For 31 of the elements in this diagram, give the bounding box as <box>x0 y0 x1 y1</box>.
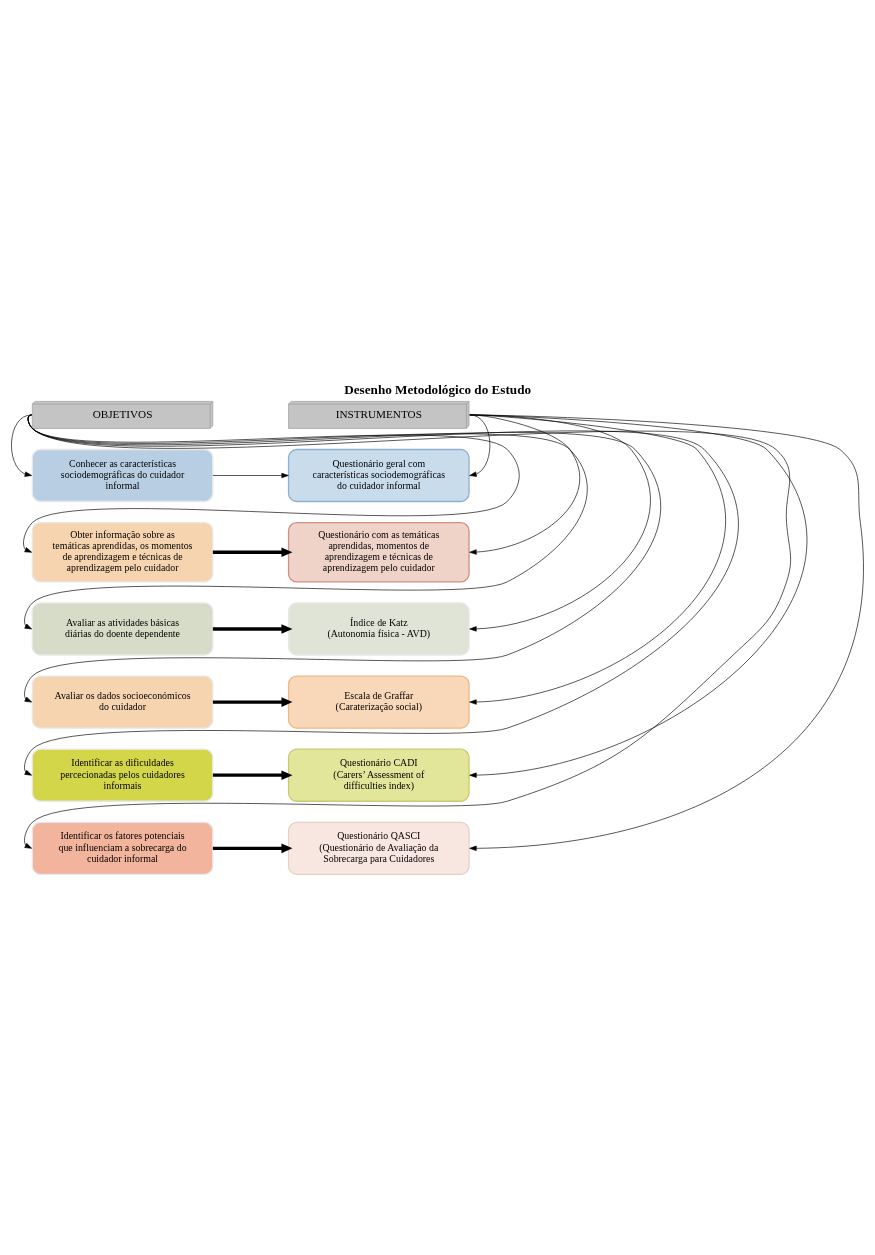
node-box: Avaliar os dados socioeconómicos do cuidador <box>31 674 214 729</box>
arrow <box>212 472 289 478</box>
arrow <box>212 623 293 634</box>
node-box: Escala de Graffar (Caraterização social) <box>287 674 470 729</box>
node-box: Questionário geral com características sociodemográficas do cuidador informal <box>287 448 470 502</box>
arrow <box>212 696 293 707</box>
arrow <box>24 414 791 849</box>
arrow <box>24 414 662 702</box>
arrow <box>24 414 739 776</box>
node-box: Identificar os fatores potenciais que influenciam a sobrecarga do cuidador informal <box>31 821 214 875</box>
arrow <box>469 414 806 778</box>
node-box: Avaliar as atividades básicas diárias do doente dependente <box>31 601 214 656</box>
node-box: Identificar as dificuldades percecionadas pelos cuidadores informais <box>31 748 214 802</box>
arrow <box>11 414 32 477</box>
node-box: Conhecer as características sociodemográficas do cuidador informal <box>31 448 214 502</box>
arrow <box>212 546 293 557</box>
node-box: Obter informação sobre as temáticas aprendidas, os momentos de aprendizagem e técnicas de aprendizagem pelo cuidador <box>31 521 214 583</box>
arrow <box>469 414 864 851</box>
arrow <box>212 769 293 780</box>
node-box: Questionário com as temáticas aprendidas, momentos de aprendizagem e técnicas de aprendizagem pelo cuidador <box>287 521 470 583</box>
arrow <box>212 843 293 853</box>
diagram-title: Desenho Metodológico do Estudo <box>344 381 532 397</box>
arrow <box>24 414 588 629</box>
arrow <box>23 414 520 553</box>
arrow <box>469 414 491 477</box>
arrow <box>469 414 651 631</box>
node-box: Índice de Katz (Autonomia física - AVD) <box>287 601 470 656</box>
node-box: Questionário CADI (Carers’ Assessment of difficulties index) <box>287 748 470 802</box>
arrow <box>469 414 580 555</box>
node-box: Questionário QASCI (Questionário de Avaliação da Sobrecarga para Cuidadores <box>287 821 470 875</box>
arrow <box>469 414 725 705</box>
